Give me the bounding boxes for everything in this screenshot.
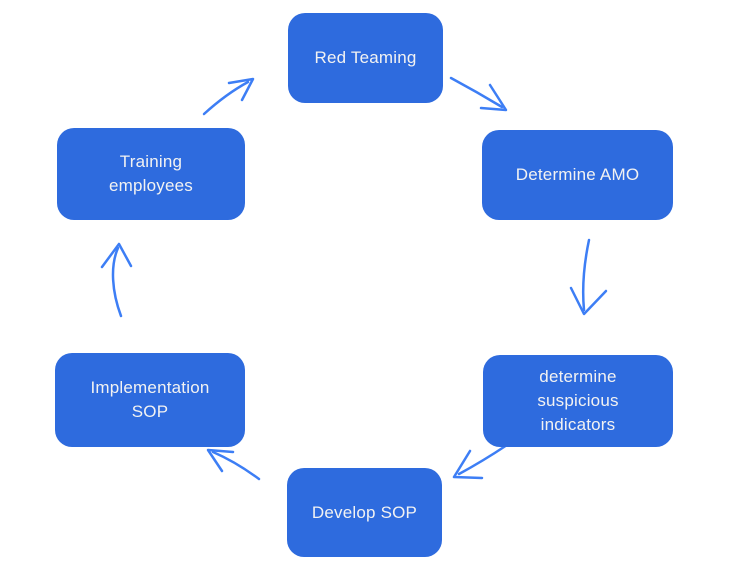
node-determine-suspicious-indicators: determine suspicious indicators [483,355,673,447]
arrow-develop-sop-to-implementation-sop [206,448,261,481]
arrow-determine-amo-to-suspicious-indicators [569,238,608,316]
arrow-training-employees-to-red-teaming [202,77,255,116]
node-training-employees-label: Training employees [108,152,193,195]
node-training-employees: Training employees [57,128,245,220]
node-determine-suspicious-indicators-label: determine suspicious indicators [537,367,619,434]
arrow-suspicious-indicators-to-develop-sop [452,443,509,480]
node-red-teaming-label: Red Teaming [314,48,417,68]
node-develop-sop: Develop SOP [287,468,442,557]
node-determine-amo: Determine AMO [482,130,673,220]
node-develop-sop-label: Develop SOP [311,502,418,522]
node-red-teaming: Red Teaming [288,13,443,103]
node-implementation-sop-label: Implementation SOP [90,378,210,421]
node-implementation-sop: Implementation SOP [55,353,245,447]
node-determine-amo-label: Determine AMO [515,165,640,185]
arrow-implementation-sop-to-training-employees [100,242,133,318]
arrow-red-teaming-to-determine-amo [449,76,508,112]
